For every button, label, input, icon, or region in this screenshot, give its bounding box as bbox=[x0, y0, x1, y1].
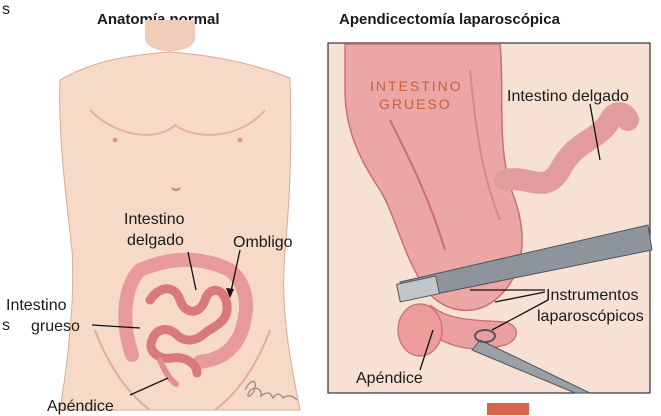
label-instruments-2: laparoscópicos bbox=[537, 307, 644, 326]
label-large-intestine-left-1: Intestino bbox=[6, 296, 66, 315]
nipple-left bbox=[113, 138, 118, 143]
label-navel: Ombligo bbox=[233, 233, 293, 252]
label-large-intestine-right-2: GRUESO bbox=[379, 95, 452, 114]
decorative-swatch bbox=[487, 403, 529, 415]
neck bbox=[145, 20, 195, 51]
label-appendix-left: Apéndice bbox=[47, 397, 114, 416]
label-small-intestine-right: Intestino delgado bbox=[507, 87, 629, 106]
label-instruments-1: Instrumentos bbox=[546, 286, 638, 305]
cecum-bulge bbox=[398, 304, 442, 356]
label-small-intestine-left-2: delgado bbox=[127, 231, 184, 250]
label-large-intestine-left-2: grueso bbox=[31, 317, 80, 336]
label-large-intestine-right-1: INTESTINO bbox=[370, 77, 463, 96]
nipple-right bbox=[238, 138, 243, 143]
label-appendix-right: Apéndice bbox=[356, 369, 423, 388]
label-small-intestine-left-1: Intestino bbox=[124, 210, 184, 229]
